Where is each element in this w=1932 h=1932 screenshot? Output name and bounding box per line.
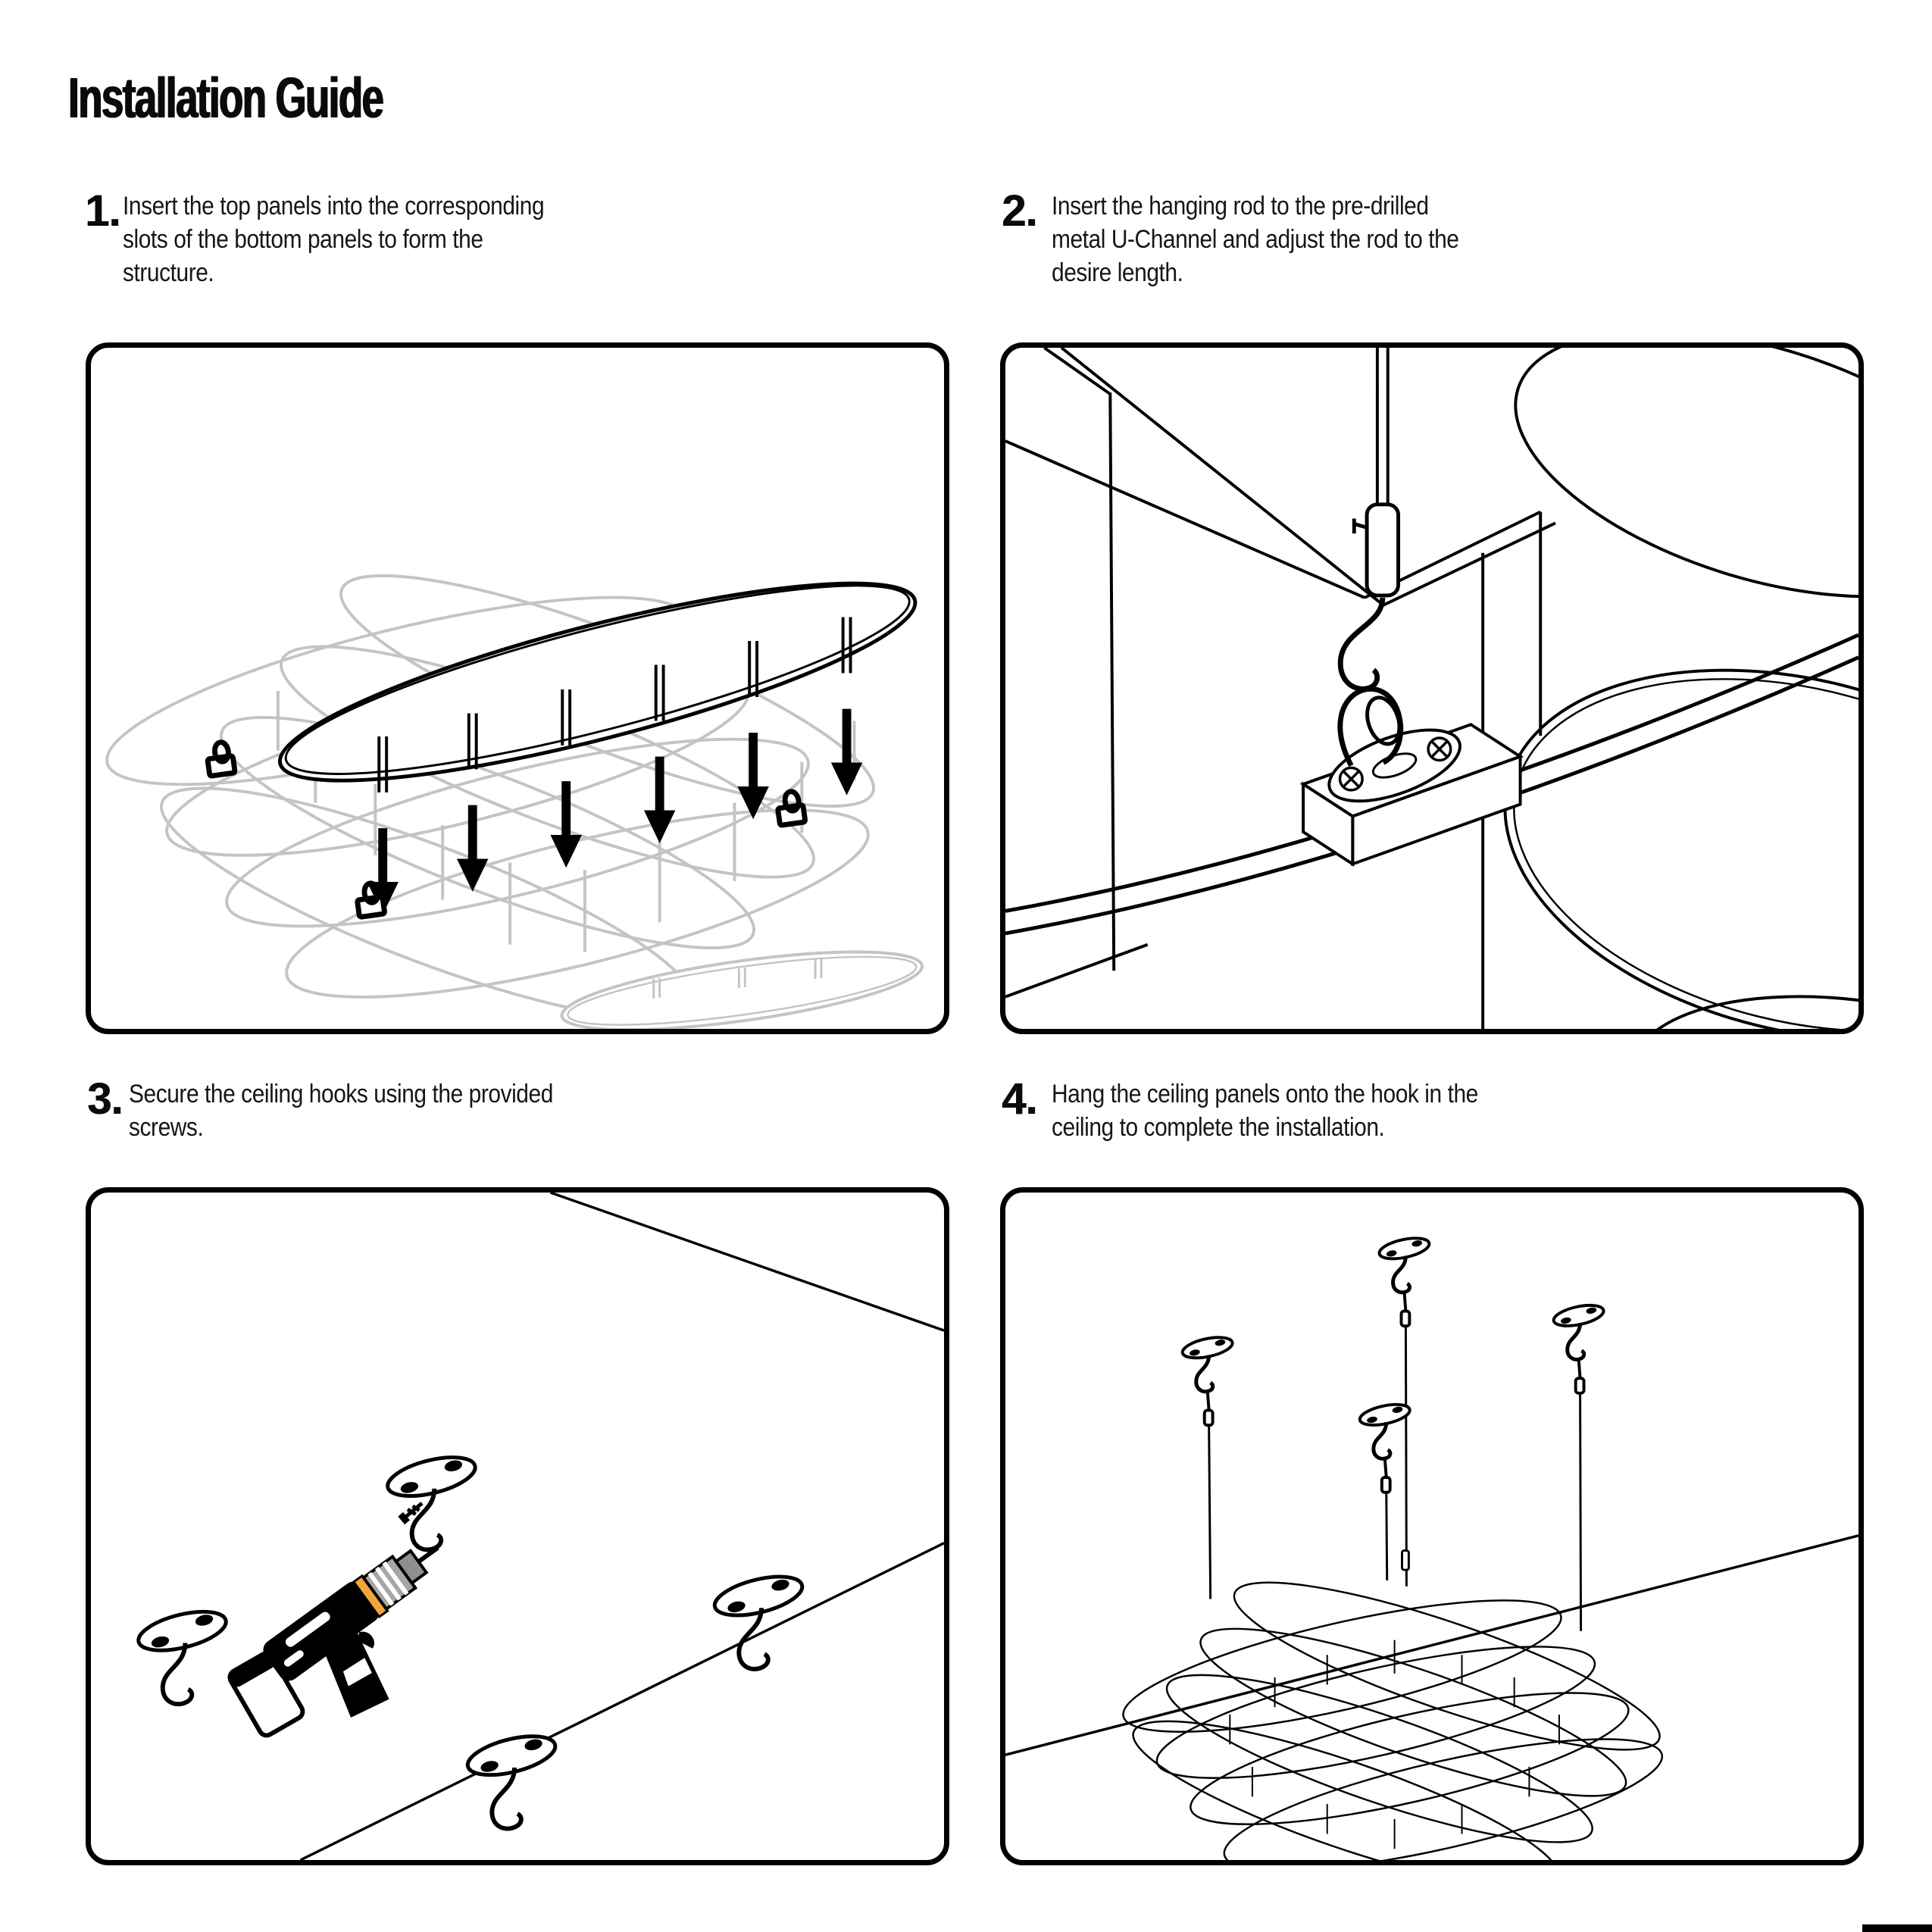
hanging-panel-drawing: [1005, 1193, 1859, 1860]
ceiling-edge-line: [1005, 1534, 1859, 1756]
adjuster-set-screw: [1352, 518, 1368, 534]
ceiling-hook-icon: [384, 1450, 480, 1550]
step4-number: 4.: [1002, 1074, 1037, 1124]
page-corner-mark: [1862, 1924, 1932, 1932]
drill-bit: [417, 1546, 439, 1564]
step4-line1: Hang the ceiling panels onto the hook in…: [1052, 1080, 1478, 1108]
s-hook: [1337, 597, 1386, 692]
drill-icon: [227, 1546, 439, 1738]
chain-link: [1365, 696, 1402, 746]
ceiling-hook-icon: [1358, 1401, 1411, 1493]
assembled-lattice-drawing: [1122, 1581, 1664, 1860]
ceiling-hook-icon: [464, 1729, 559, 1829]
step4-illustration-panel: [1000, 1187, 1864, 1865]
drill-trigger: [358, 1631, 374, 1649]
step2-text: Insert the hanging rod to the pre-drille…: [1052, 189, 1459, 289]
step1-line1: Insert the top panels into the correspon…: [123, 192, 545, 220]
ceiling-hooks-drawing: [91, 1193, 944, 1860]
panel-assembly-drawing: [105, 574, 924, 1029]
step1-number: 1.: [85, 186, 120, 236]
top-panel-drawing: [277, 581, 918, 792]
page-title: Installation Guide: [68, 66, 384, 130]
step3-line2: screws.: [129, 1113, 204, 1142]
step2-number: 2.: [1002, 186, 1037, 236]
rod-adjuster-cylinder: [1365, 502, 1401, 598]
step2-line2: metal U-Channel and adjust the rod to th…: [1052, 225, 1459, 254]
step1-text: Insert the top panels into the correspon…: [123, 189, 545, 289]
panel-slots: [377, 617, 852, 792]
hanging-rod: [1375, 348, 1390, 505]
step4-line2: ceiling to complete the installation.: [1052, 1113, 1385, 1142]
step2-illustration-panel: [1000, 342, 1864, 1034]
step1-illustration-panel: [86, 342, 949, 1034]
mount-clip-icon: [205, 741, 235, 777]
wire-loop: [1337, 686, 1404, 767]
step3-text: Secure the ceiling hooks using the provi…: [129, 1077, 553, 1144]
hanging-rods: [1208, 1326, 1583, 1631]
spare-panel-drawing: [560, 950, 924, 1029]
step4-text: Hang the ceiling panels onto the hook in…: [1052, 1077, 1478, 1144]
step3-illustration-panel: [86, 1187, 949, 1865]
ceiling-hook-icon: [1180, 1333, 1234, 1425]
step2-line1: Insert the hanging rod to the pre-drille…: [1052, 192, 1429, 220]
step3-line1: Secure the ceiling hooks using the provi…: [129, 1080, 553, 1108]
screw-icon: [398, 1502, 424, 1525]
hanging-hardware: [1337, 348, 1404, 767]
ceiling-hook-icon: [1552, 1302, 1605, 1393]
phillips-screw-icon: [1338, 736, 1452, 792]
insert-arrow-icons: [367, 708, 863, 915]
step3-number: 3.: [87, 1074, 123, 1124]
step1-line3: structure.: [123, 258, 214, 287]
step1-line2: slots of the bottom panels to form the: [123, 225, 483, 254]
eye-plate: [1327, 728, 1462, 803]
hanging-rod-drawing: [1005, 348, 1859, 1029]
ceiling-hook-icon: [1377, 1234, 1431, 1326]
step2-line3: desire length.: [1052, 258, 1183, 287]
ceiling-hook-icon: [135, 1605, 230, 1705]
ceiling-plane-lines: [299, 1193, 944, 1860]
